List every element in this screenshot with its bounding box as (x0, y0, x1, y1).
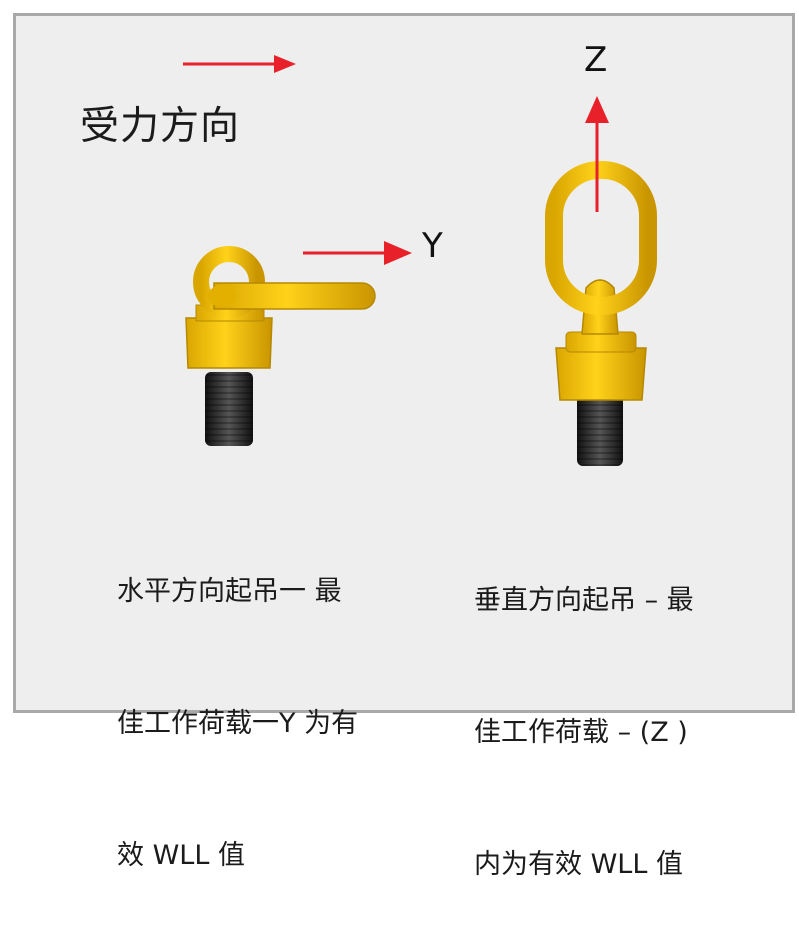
vertical-lift-caption: 垂直方向起吊 – 最 佳工作荷载 – (Z ) 内为有效 WLL 值 (474, 491, 694, 931)
caption-line: 内为有效 WLL 值 (474, 849, 683, 880)
illustration-layer (183, 55, 657, 466)
force-direction-label: 受力方向 (80, 104, 241, 149)
z-axis-label: Z (584, 40, 608, 80)
caption-line: 水平方向起吊一 最 (117, 576, 342, 607)
caption-line: 垂直方向起吊 – 最 (474, 585, 694, 616)
y-direction-arrow (303, 241, 412, 265)
z-direction-arrow (585, 96, 609, 212)
force-direction-legend-arrow (183, 55, 296, 73)
horizontal-lift-caption: 水平方向起吊一 最 佳工作荷载一Y 为有 效 WLL 值 (117, 482, 358, 922)
vertical-hoist-ring-illustration (545, 161, 657, 466)
horizontal-hoist-ring-illustration (185, 246, 376, 446)
caption-line: 效 WLL 值 (117, 840, 245, 871)
diagram-panel (13, 13, 795, 713)
caption-line: 佳工作荷载一Y 为有 (117, 708, 359, 739)
y-axis-label: Y (422, 226, 443, 266)
caption-line: 佳工作荷载 – (Z ) (474, 717, 688, 748)
